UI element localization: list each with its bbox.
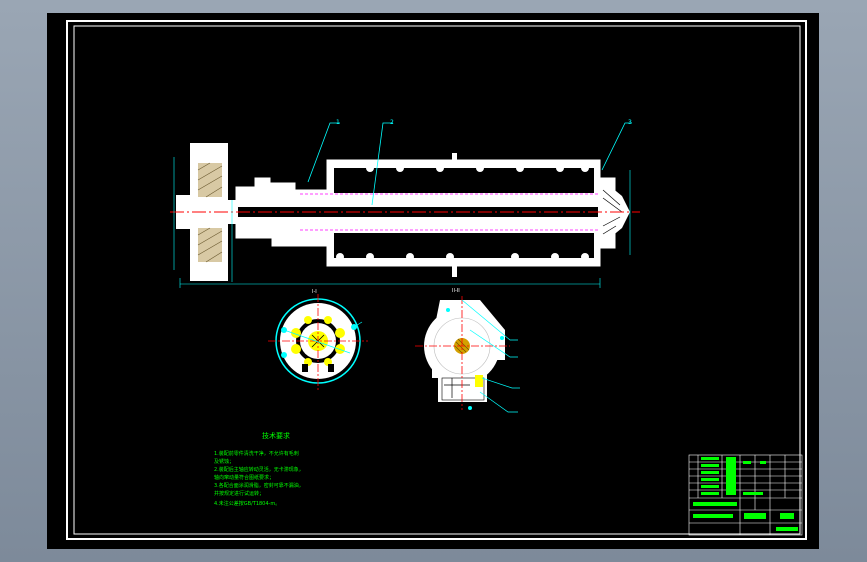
note-line: 轴向窜动量符合图纸要求； bbox=[214, 475, 275, 481]
bottom-boss bbox=[452, 265, 457, 277]
note-line: 并按规定进行试运转； bbox=[214, 491, 265, 497]
main-assembly-view bbox=[170, 122, 640, 288]
section-label-1: I-I bbox=[312, 289, 317, 295]
notes-title: 技术要求 bbox=[262, 432, 290, 440]
housing-cavity-top bbox=[334, 168, 594, 193]
section-view-2 bbox=[415, 296, 520, 413]
note-line: 1.装配前零件清洗干净，不允许有毛刺 bbox=[214, 451, 299, 457]
balloon-2: 2 bbox=[390, 119, 394, 126]
key-insert bbox=[475, 375, 483, 387]
section-view-1 bbox=[268, 294, 368, 390]
note-line: 及锈蚀； bbox=[214, 459, 235, 465]
top-boss bbox=[452, 153, 457, 161]
balloon-3: 3 bbox=[628, 119, 632, 126]
balloon-1: 1 bbox=[336, 119, 340, 126]
note-line: 2.装配后主轴应转动灵活，无卡滞现象， bbox=[214, 467, 304, 473]
note-line: 4.未注公差按GB/T1804-m。 bbox=[214, 501, 281, 507]
housing-cavity-bottom bbox=[334, 233, 594, 258]
note-line: 3.各配合面涂润滑脂，密封可靠不漏油， bbox=[214, 483, 304, 489]
section-label-2: II-II bbox=[452, 288, 460, 294]
title-block-entries bbox=[693, 457, 798, 531]
outer-frame bbox=[66, 20, 807, 540]
inner-frame bbox=[73, 25, 801, 535]
drawing-sheet[interactable] bbox=[47, 13, 819, 549]
